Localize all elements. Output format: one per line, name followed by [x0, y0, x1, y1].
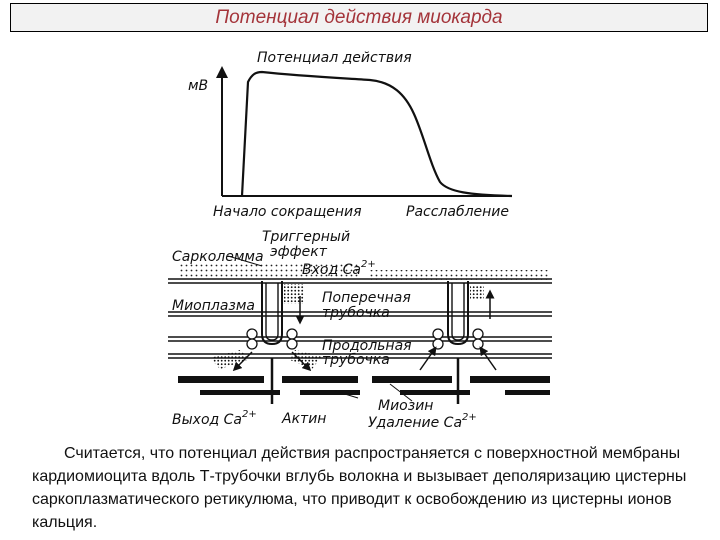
trigger-label-line1: Триггерный	[262, 229, 350, 245]
trigger-label-line2: эффект	[270, 244, 328, 260]
calcium-dots	[470, 286, 484, 300]
sarcolemma-label: Сарколемма	[172, 249, 264, 265]
action-potential-curve	[240, 70, 513, 198]
actin-label: Актин	[281, 411, 326, 427]
ca-removal-label: Удаление Са2+	[368, 412, 477, 431]
extracellular-band-left	[180, 262, 360, 279]
cisterna-right	[432, 328, 484, 350]
t-tubule-left	[261, 281, 283, 346]
extracellular-band-right	[370, 270, 550, 280]
calcium-release-dots-right	[290, 350, 322, 369]
arrow-icon	[291, 351, 312, 372]
myosin-label: Миозин	[378, 398, 433, 414]
t-tubule-label-line2: трубочка	[322, 305, 390, 321]
figure: мВ Потенциал действия Начало сокращения …	[168, 50, 552, 431]
title-bar: Потенциал действия миокарда	[10, 3, 708, 32]
t-tubule-right	[447, 281, 469, 346]
curve-label: Потенциал действия	[257, 50, 412, 66]
cisterna-left	[246, 328, 298, 350]
arrow-icon	[232, 351, 253, 372]
page-title: Потенциал действия миокарда	[215, 6, 503, 28]
actin-filaments	[178, 376, 550, 383]
myoplasm-label: Миоплазма	[172, 298, 255, 314]
y-axis-label: мВ	[188, 78, 208, 94]
calcium-release-dots-left	[210, 350, 250, 369]
arrow-icon	[479, 346, 497, 371]
contraction-start-label: Начало сокращения	[213, 204, 362, 220]
t-tubule-label-line1: Поперечная	[322, 290, 411, 306]
arrow-icon	[419, 346, 437, 371]
action-potential-graph: мВ Потенциал действия Начало сокращения …	[188, 50, 513, 220]
cell-diagram: Сарколемма Триггерный эффект Вход Са2+ М…	[168, 229, 552, 431]
l-tubule-label-line2: трубочка	[322, 352, 390, 368]
ca-release-label: Выход Са2+	[172, 409, 257, 428]
relaxation-label: Расслабление	[406, 204, 509, 220]
myosin-filaments	[200, 390, 550, 395]
caption-text: Считается, что потенциал действия распро…	[32, 445, 687, 531]
l-tubule-label-line1: Продольная	[322, 338, 412, 354]
calcium-entry-dots	[284, 284, 304, 304]
ca-entry-label: Вход Са2+	[302, 259, 376, 278]
